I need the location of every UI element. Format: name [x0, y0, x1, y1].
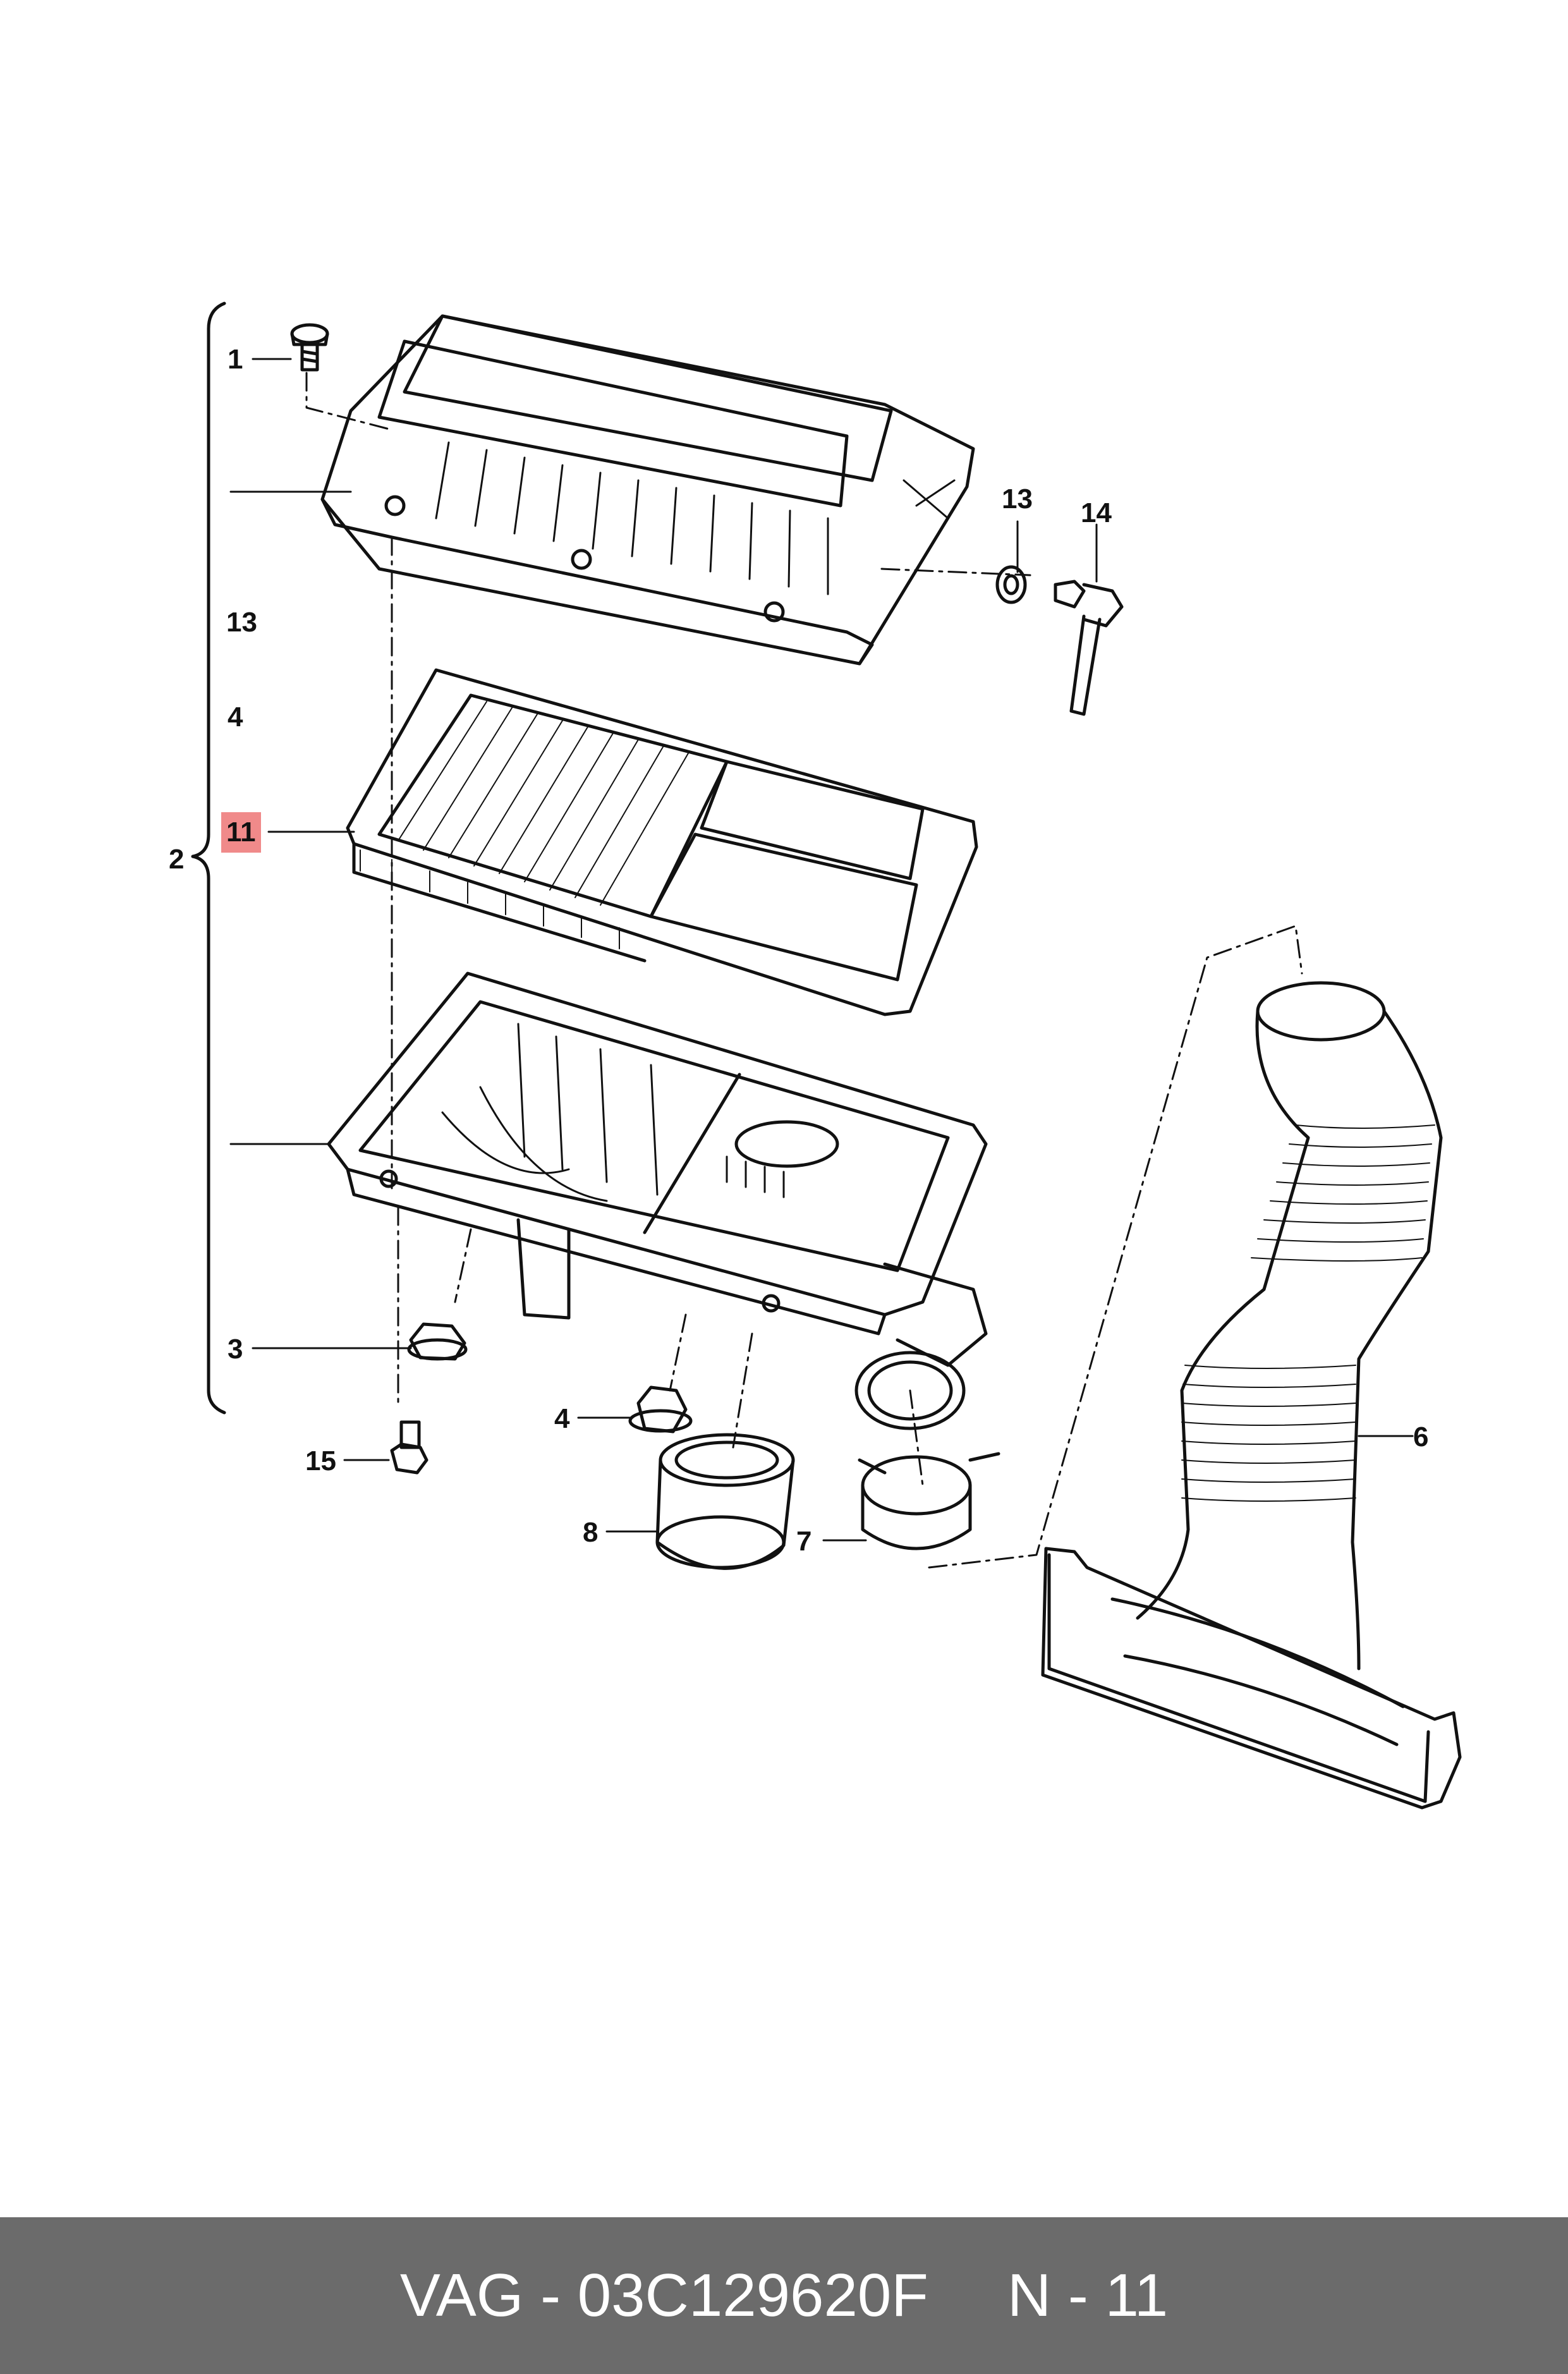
- grommet-13: [995, 565, 1027, 604]
- group-brace: [191, 301, 226, 1415]
- callout-7: 7: [796, 1526, 812, 1557]
- nut-4: [628, 1385, 693, 1434]
- part-code: VAG - 03C129620F: [399, 2261, 928, 2329]
- diagram-reference: N - 11: [1007, 2261, 1169, 2329]
- lower-housing: [327, 971, 988, 1430]
- callout-4-side: 4: [228, 702, 243, 733]
- callout-14: 14: [1081, 497, 1112, 528]
- intake-duct-6: [1041, 981, 1462, 1810]
- upper-housing: [320, 314, 975, 666]
- footer-bar: VAG - 03C129620F N - 11: [0, 2217, 1568, 2374]
- leader-lines: [229, 358, 1414, 1542]
- filter-element-11: [346, 668, 978, 1016]
- callout-13-grommet: 13: [1002, 484, 1033, 514]
- callout-2: 2: [169, 844, 185, 875]
- callout-3: 3: [228, 1334, 243, 1365]
- nut-3: [407, 1322, 468, 1361]
- callout-13: 13: [226, 607, 257, 638]
- callout-11-highlighted: 11: [221, 812, 261, 853]
- callout-6: 6: [1413, 1421, 1429, 1452]
- callout-1: 1: [228, 344, 243, 375]
- callout-4: 4: [554, 1403, 570, 1434]
- air-filter-exploded-diagram: [191, 301, 1462, 1810]
- sensor-14: [1054, 580, 1124, 716]
- callout-15: 15: [305, 1446, 336, 1476]
- clamp-7: [858, 1452, 1000, 1550]
- screw-1: [290, 323, 329, 372]
- sleeve-8: [655, 1433, 795, 1570]
- callout-8: 8: [583, 1517, 599, 1548]
- bolt-15: [390, 1420, 428, 1475]
